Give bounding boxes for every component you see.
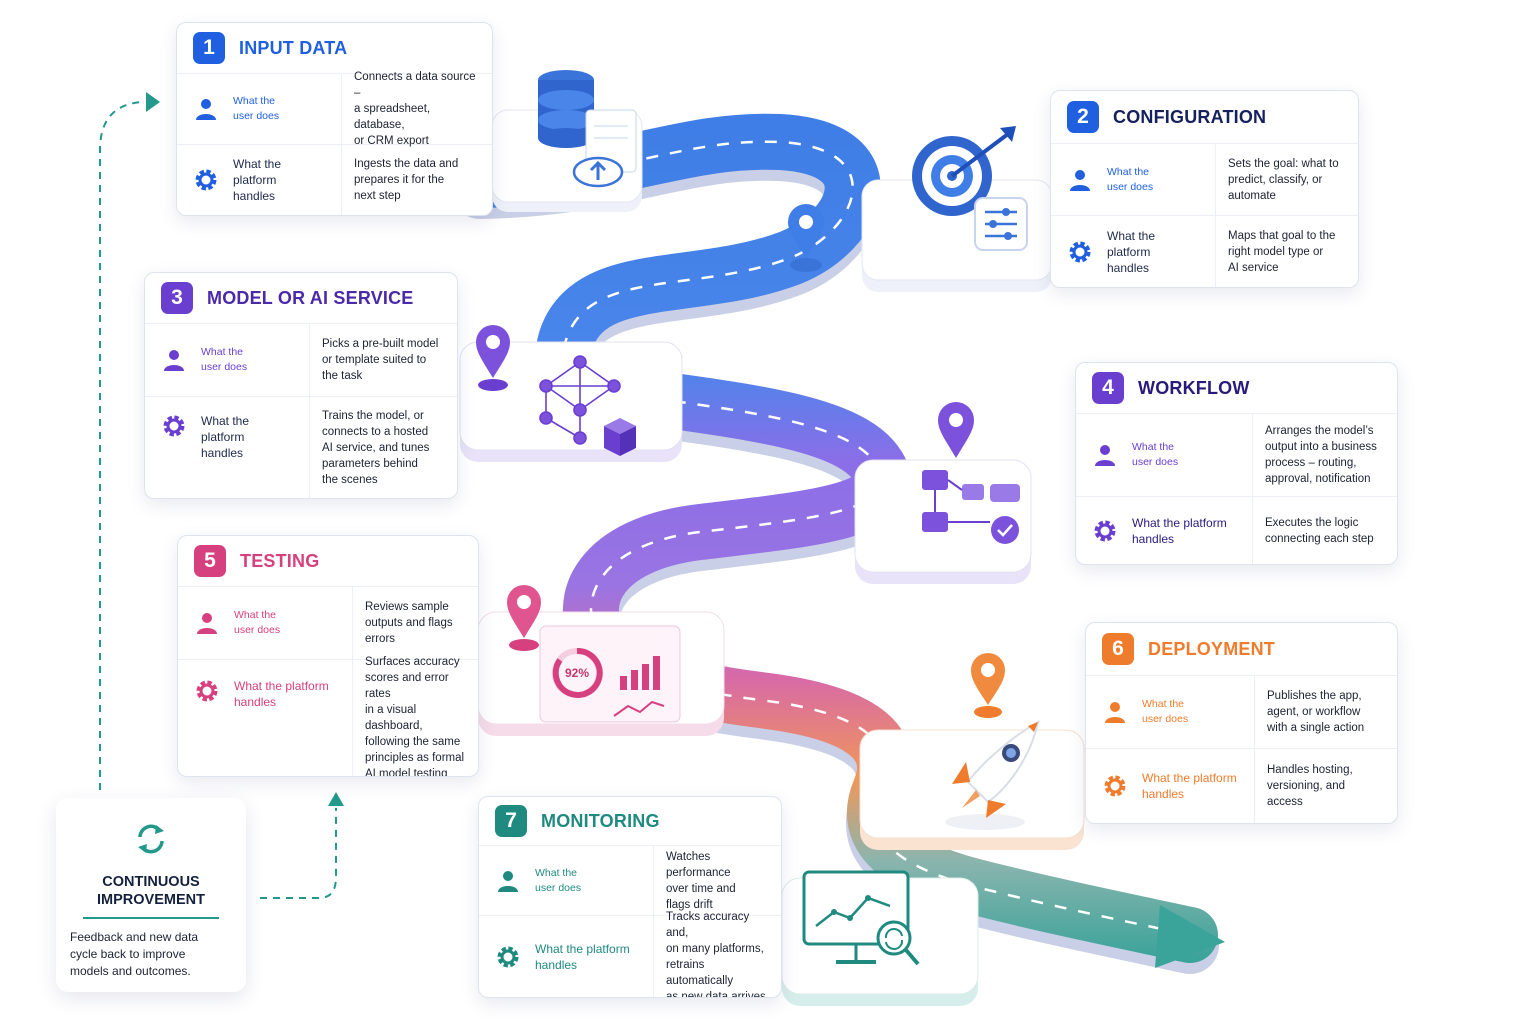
step-card-input-data: 1 INPUT DATA What the user does Connects… (176, 22, 493, 216)
user-icon (161, 347, 187, 373)
step-title: CONFIGURATION (1113, 106, 1267, 127)
platform-action-text: Trains the model, or connects to a hoste… (322, 409, 430, 486)
gear-icon (193, 167, 219, 193)
gear-icon (1102, 773, 1128, 799)
user-action-text: Watches performance over time and flags … (666, 850, 736, 911)
user-role-label: What the user does (535, 866, 582, 894)
divider (83, 917, 219, 919)
platform-input-data (491, 70, 643, 212)
location-pin-icon (938, 402, 974, 458)
rocket-icon (945, 720, 1040, 830)
step-number-badge: 3 (161, 282, 193, 314)
step-card-monitoring: 7 MONITORING What the user does Watches … (478, 796, 782, 998)
step-number-badge: 2 (1067, 101, 1099, 133)
user-role-label: What the user does (201, 346, 248, 373)
feedback-loop-arrow (99, 101, 337, 899)
user-action-text: Connects a data source – a spreadsheet, … (354, 71, 476, 147)
user-role-label: What the user does (1132, 441, 1179, 468)
user-icon (1102, 699, 1128, 725)
location-pin-icon (788, 204, 824, 272)
sliders-icon (974, 197, 1028, 251)
continuous-improvement-box: CONTINUOUS IMPROVEMENT Feedback and new … (56, 798, 246, 992)
dashboard-percent: 92% (565, 666, 589, 680)
platform-role-label: What the platform handles (1142, 771, 1237, 801)
user-icon (1092, 442, 1118, 468)
gear-icon (1092, 518, 1118, 544)
platform-action-text: Executes the logic connecting each step (1265, 516, 1374, 545)
platform-workflow (854, 402, 1032, 584)
database-icon (538, 70, 637, 188)
platform-configuration (861, 126, 1053, 292)
gear-icon (161, 413, 187, 439)
step-title: WORKFLOW (1138, 377, 1250, 398)
location-pin-icon (971, 653, 1005, 718)
road-arrowhead (1155, 905, 1225, 968)
user-action-text: Arranges the model’s output into a busin… (1265, 425, 1377, 485)
platform-action-text: Maps that goal to the right model type o… (1228, 229, 1336, 274)
step-number-badge: 7 (495, 805, 527, 837)
platform-role-label: What the platform handles (233, 157, 282, 203)
step-title: MODEL OR AI SERVICE (207, 287, 414, 308)
user-icon (194, 610, 220, 636)
platform-role-label: What the platform handles (1132, 515, 1227, 546)
gear-icon (1067, 239, 1093, 265)
platform-deployment (859, 653, 1085, 850)
user-action-text: Reviews sample outputs and flags errors (365, 601, 453, 645)
step-card-workflow: 4 WORKFLOW What the user does Arranges t… (1075, 362, 1398, 565)
step-title: INPUT DATA (239, 37, 348, 58)
step-title: TESTING (240, 550, 320, 571)
continuous-improvement-text: Feedback and new data cycle back to impr… (70, 930, 199, 978)
dashboard-icon (539, 625, 681, 723)
user-action-text: Sets the goal: what to predict, classify… (1228, 157, 1339, 202)
user-role-label: What the user does (234, 609, 281, 636)
user-role-label: What the user does (1142, 698, 1189, 725)
platform-monitoring (781, 870, 979, 1006)
gear-icon (194, 678, 220, 704)
user-action-text: Picks a pre-built model or template suit… (322, 338, 439, 382)
step-card-deployment: 6 DEPLOYMENT What the user does Publishe… (1085, 622, 1398, 824)
platform-action-text: Ingests the data and prepares it for the… (354, 158, 459, 202)
platform-role-label: What the platform handles (535, 942, 630, 972)
step-card-testing: 5 TESTING What the user does Reviews sam… (177, 535, 479, 777)
location-pin-icon (476, 325, 510, 391)
platform-action-text: Surfaces accuracy scores and error rates… (365, 656, 465, 777)
monitor-chart-icon (802, 870, 920, 966)
continuous-improvement-title: CONTINUOUS IMPROVEMENT (97, 874, 205, 908)
step-title: MONITORING (541, 810, 660, 831)
user-role-label: What the user does (1107, 165, 1154, 193)
step-number-badge: 1 (193, 32, 225, 64)
platform-action-text: Handles hosting, versioning, and access (1267, 764, 1353, 808)
platform-role-label: What the platform handles (201, 414, 250, 460)
step-title: DEPLOYMENT (1148, 638, 1276, 659)
location-pin-icon (507, 585, 541, 651)
step-number-badge: 4 (1092, 372, 1124, 404)
platform-testing (477, 585, 725, 736)
target-icon (912, 126, 1016, 216)
step-number-badge: 5 (194, 545, 226, 577)
platform-role-label: What the platform handles (234, 679, 329, 709)
user-action-text: Publishes the app, agent, or workflow wi… (1267, 690, 1365, 734)
neural-network-icon (539, 355, 621, 445)
user-role-label: What the user does (233, 95, 280, 122)
flowchart-icon (922, 470, 1020, 544)
user-icon (495, 868, 521, 894)
cube-icon (604, 418, 636, 456)
platform-model (459, 325, 683, 462)
platform-action-text: Tracks accuracy and, on many platforms, … (666, 911, 766, 998)
refresh-cycle-icon (56, 820, 246, 863)
user-icon (1067, 167, 1093, 193)
user-icon (193, 96, 219, 122)
step-card-configuration: 2 CONFIGURATION What the user does Sets … (1050, 90, 1359, 288)
gear-icon (495, 944, 521, 970)
step-number-badge: 6 (1102, 633, 1134, 665)
step-card-model-ai-service: 3 MODEL OR AI SERVICE What the user does… (144, 272, 458, 499)
platform-role-label: What the platform handles (1107, 228, 1156, 275)
